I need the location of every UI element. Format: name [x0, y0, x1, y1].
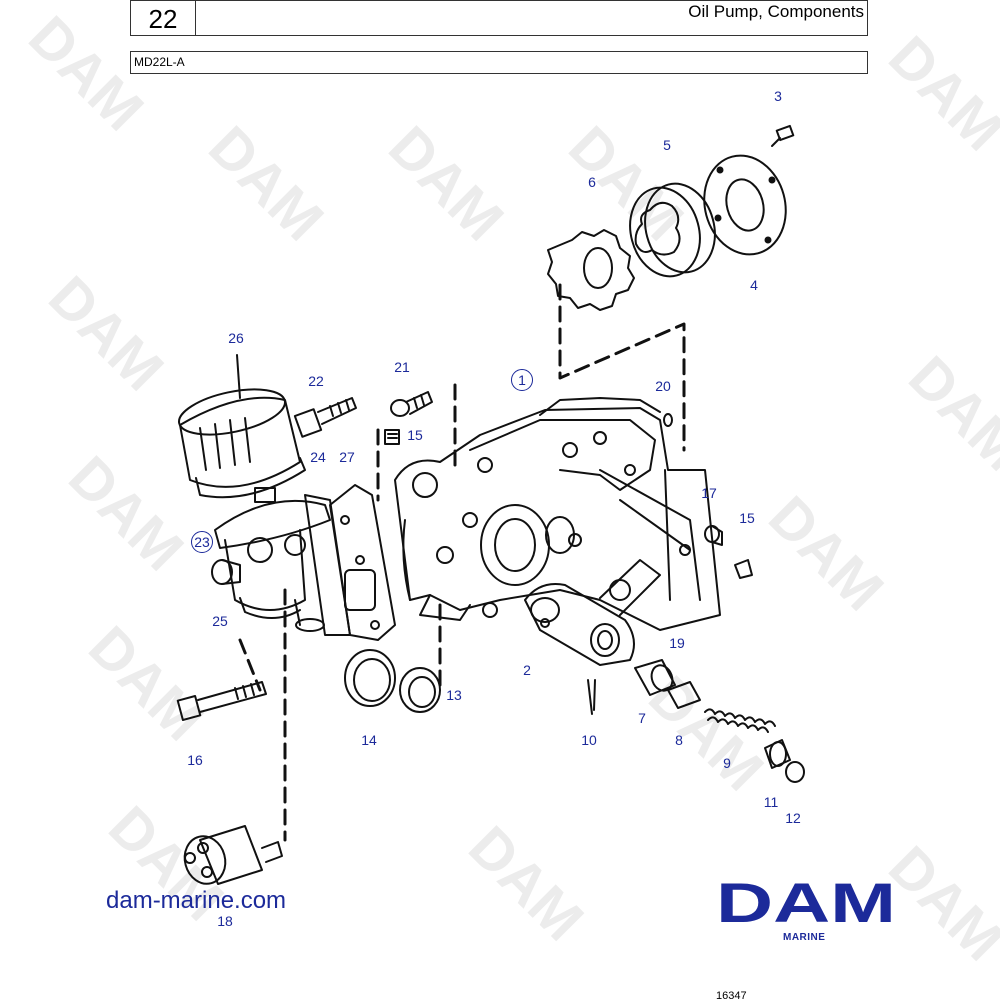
callout-16: 16: [187, 752, 203, 768]
circlip-12: [785, 761, 805, 783]
plug-15-upper: [384, 429, 400, 445]
bolt-16: [176, 681, 267, 721]
callout-4: 4: [750, 277, 758, 293]
callout-6: 6: [588, 174, 596, 190]
callout-25: 25: [212, 613, 228, 629]
page-title: Oil Pump, Components: [688, 2, 864, 21]
callout-11: 11: [763, 794, 779, 810]
bolt-21: [390, 391, 433, 417]
piston-7: [634, 659, 676, 696]
filter-bracket: [214, 487, 331, 632]
plate-27: [329, 484, 396, 641]
callout-26: 26: [228, 330, 244, 346]
callout-27: 27: [339, 449, 355, 465]
callout-10: 10: [581, 732, 597, 748]
callout-13: 13: [446, 687, 462, 703]
relief-valve-body-2: [524, 559, 661, 666]
plug-11: [764, 739, 791, 769]
callout-15-upper: 15: [407, 427, 423, 443]
plug-15-lower: [734, 559, 753, 579]
seal-13: [399, 667, 441, 713]
callout-20: 20: [655, 378, 671, 394]
gasket-20: [663, 413, 673, 427]
callout-9: 9: [723, 755, 731, 771]
page-header: 22 Oil Pump, Components: [130, 0, 868, 36]
callout-18: 18: [217, 913, 233, 929]
callout-23: 23: [191, 531, 213, 553]
bolt-22: [293, 397, 357, 438]
callout-1: 1: [511, 369, 533, 391]
inner-rotor-6: [547, 229, 635, 311]
pin-10: [587, 679, 596, 715]
oil-pressure-sender-18: [183, 825, 283, 885]
callout-12: 12: [785, 810, 801, 826]
callout-15-lower: 15: [739, 510, 755, 526]
bolt-3: [771, 124, 795, 147]
callout-17: 17: [701, 485, 717, 501]
cover-plate-4: [703, 154, 787, 256]
callout-5: 5: [663, 137, 671, 153]
callout-8: 8: [675, 732, 683, 748]
dam-logo: DAM: [716, 880, 896, 926]
seal-14: [344, 649, 396, 707]
model-label: MD22L-A: [134, 55, 185, 69]
model-bar: MD22L-A: [130, 51, 868, 74]
bushing-17: [704, 525, 723, 546]
drawing-id: 16347: [716, 990, 747, 1002]
callout-7: 7: [638, 710, 646, 726]
callout-24: 24: [310, 449, 326, 465]
outer-rotor-5: [629, 182, 716, 278]
callout-3: 3: [774, 88, 782, 104]
spring-9: [704, 708, 776, 733]
callout-14: 14: [361, 732, 377, 748]
callout-19: 19: [669, 635, 685, 651]
callout-22: 22: [308, 373, 324, 389]
oil-filter-26: [178, 354, 306, 499]
brand-subtitle: MARINE: [783, 932, 826, 943]
page-number: 22: [131, 1, 196, 35]
pump-housing-1: [394, 397, 721, 631]
svg-text:DAM: DAM: [716, 880, 896, 926]
callout-21: 21: [394, 359, 410, 375]
callout-2: 2: [523, 662, 531, 678]
website-link[interactable]: dam-marine.com: [106, 887, 287, 914]
piston-8: [667, 681, 701, 709]
plug-25: [211, 559, 241, 585]
